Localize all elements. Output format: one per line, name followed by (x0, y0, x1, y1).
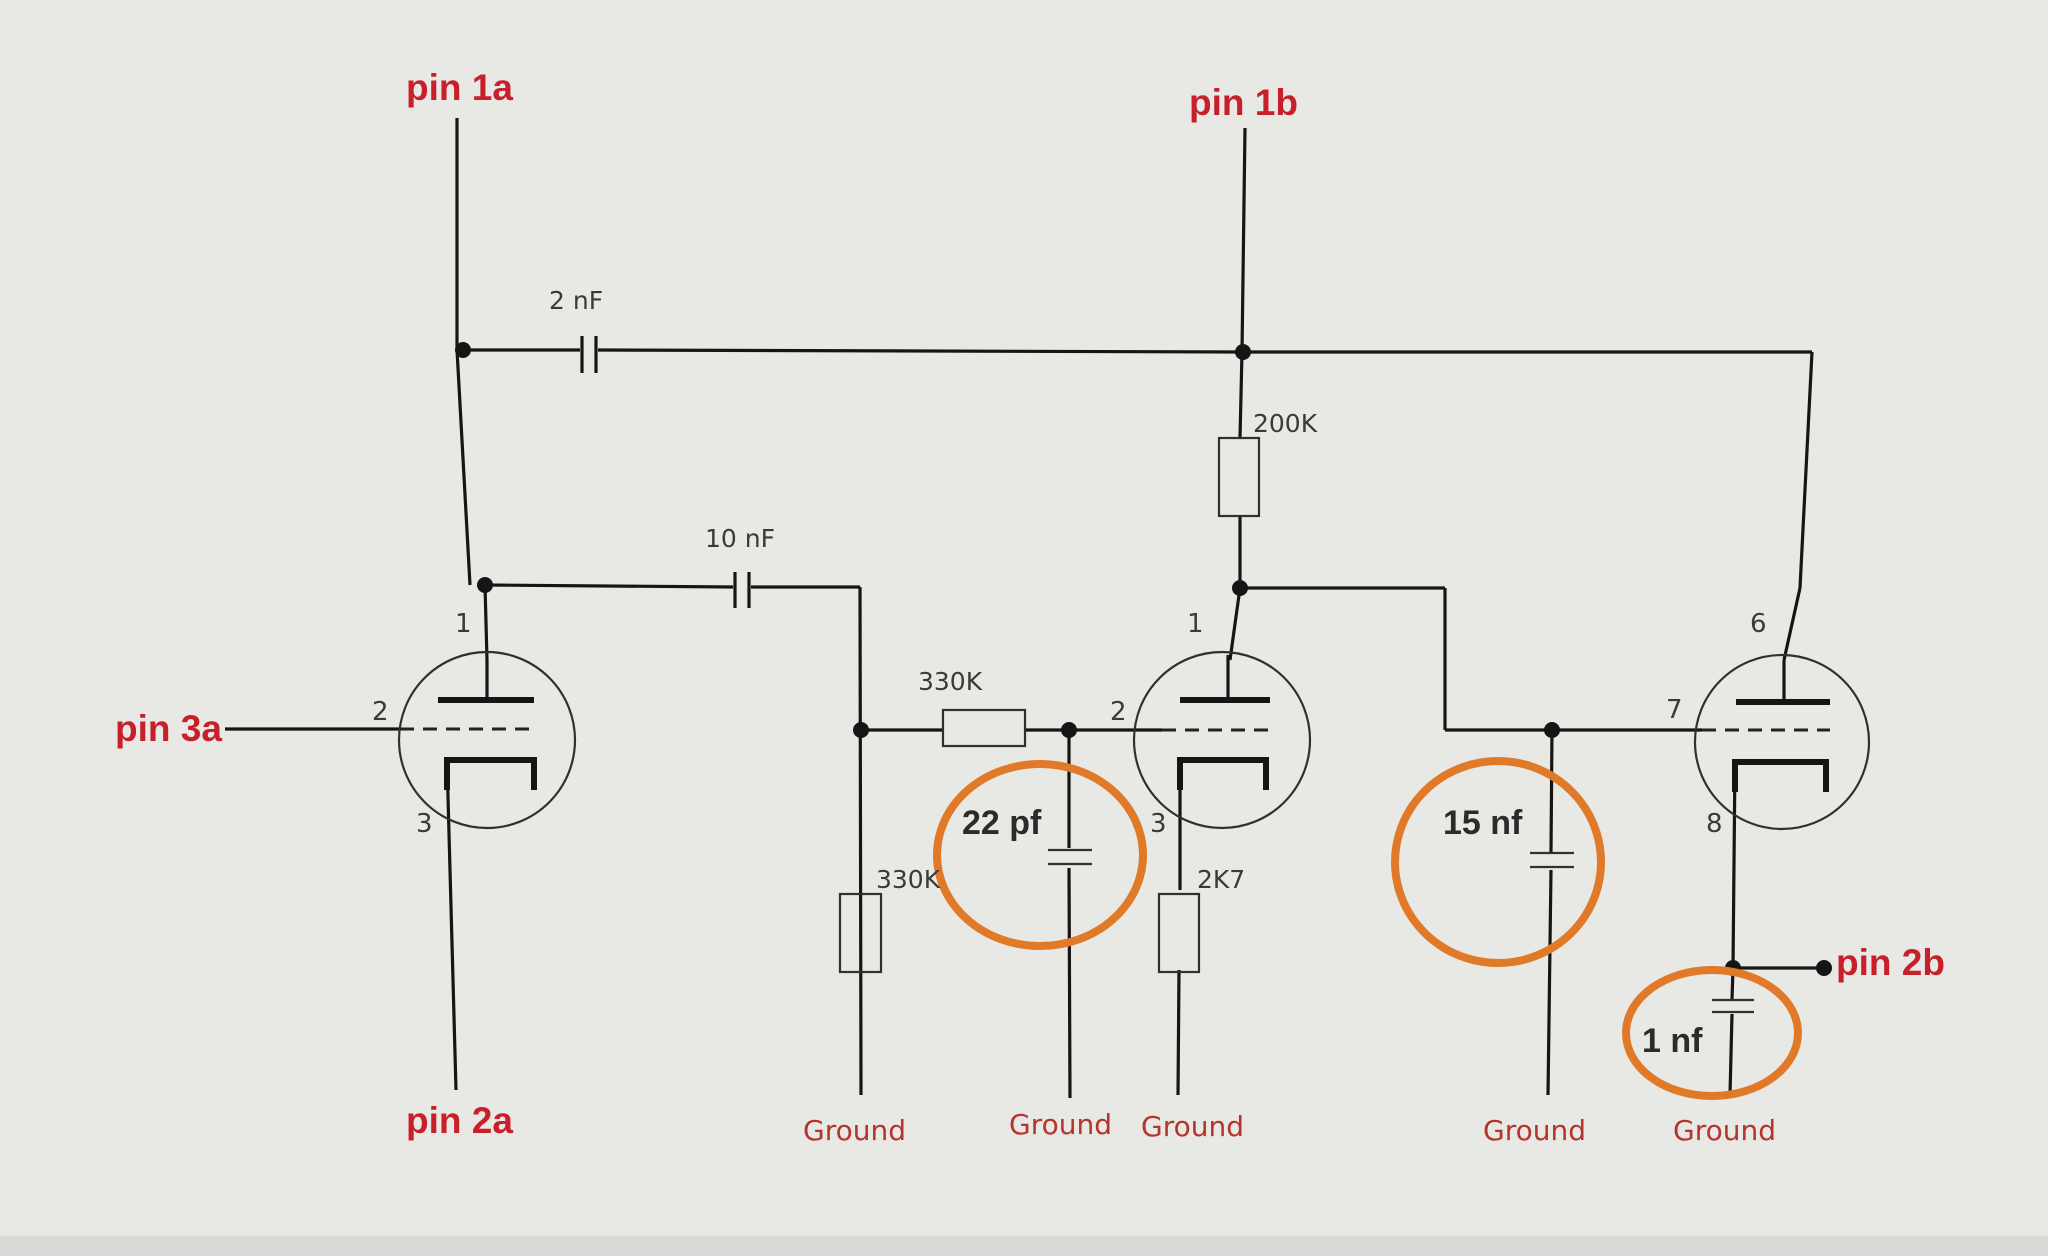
tube-1 (397, 650, 577, 830)
highlight-ring-22pf (933, 760, 1147, 950)
tube-2-cathode (1177, 757, 1269, 790)
wire-t1-anode-bus (484, 583, 734, 589)
tube-2 (1132, 650, 1312, 830)
wire-right-down (1798, 351, 1814, 589)
tube-2-anode-pin: 1 (1187, 609, 1204, 639)
wire-15nf-bottom (1546, 869, 1553, 1096)
resistors (838, 436, 1261, 974)
wires (225, 118, 1822, 1099)
ground-label: Ground (1141, 1110, 1244, 1143)
resistor-200k (1217, 436, 1261, 518)
small-capacitors (1048, 848, 1754, 1014)
cap-10nf-label: 10 nF (705, 524, 775, 553)
res-200k-label: 200K (1253, 409, 1318, 438)
wire-200k-top (1238, 351, 1244, 439)
wire-1nf-bottom (1728, 1013, 1734, 1096)
node-t2-grid-left (853, 722, 869, 738)
tube-2-envelope (1132, 650, 1312, 830)
wire-pin1a-down (455, 349, 472, 586)
highlight-rings (933, 757, 1802, 1100)
wire-22pf-bottom (1067, 867, 1072, 1099)
tube-3-cathode (1732, 759, 1829, 792)
wire-pin1b (1240, 127, 1247, 353)
wire-top-mid (597, 348, 1243, 354)
highlight-ring-1nf (1622, 966, 1802, 1100)
res-330k-series-label: 330K (918, 667, 983, 696)
cap-22pf-label: 22 pf (962, 804, 1042, 842)
tube-3-anode-pin: 6 (1750, 609, 1767, 639)
wire-t3-anode-lead (1782, 587, 1802, 661)
ground-label: Ground (803, 1114, 906, 1147)
cap-2nf-label: 2 nF (549, 286, 603, 315)
res-330k-ground-label: 330K (876, 865, 941, 894)
res-2k7-label: 2K7 (1197, 865, 1245, 894)
node-t2-grid-right (1061, 722, 1077, 738)
tube-1-cathode-pin: 3 (416, 809, 433, 839)
node-pin1a-top (455, 342, 471, 358)
tube-2-grid-pin: 2 (1110, 697, 1127, 727)
node-pin2b-end (1816, 960, 1832, 976)
tube-1-envelope (397, 650, 577, 830)
ground-label: Ground (1483, 1114, 1586, 1147)
tube-pin-numbers: 1 2 3 1 2 3 6 7 8 (372, 609, 1767, 839)
tube-3 (1693, 653, 1871, 831)
cap-15nf-label: 15 nf (1443, 804, 1523, 842)
tube-3-cathode-pin: 8 (1706, 809, 1723, 839)
wire-t2-anode-lead (1228, 587, 1242, 661)
ground-label: Ground (1673, 1114, 1776, 1147)
resistor-330k-series (941, 708, 1027, 748)
resistor-330k-ground (838, 892, 883, 974)
tube-1-grid-pin: 2 (372, 697, 389, 727)
wire-2k7-ground (1176, 969, 1181, 1096)
ground-label: Ground (1009, 1108, 1112, 1141)
highlighted-cap-labels: 22 pf 15 nf 1 nf (962, 804, 1703, 1060)
pin-2b-label: pin 2b (1836, 942, 1945, 983)
wire-15nf-top (1549, 729, 1554, 853)
node-t2-anode (1232, 580, 1248, 596)
tube-1-anode-pin: 1 (455, 609, 472, 639)
tube-3-grid-pin: 7 (1666, 695, 1683, 725)
pin-1b-label: pin 1b (1189, 82, 1298, 123)
pin-labels: pin 1a pin 1b pin 2a pin 2b pin 3a (115, 67, 1945, 1141)
wire-t1-anode-lead (483, 584, 489, 661)
tube-1-cathode (444, 757, 537, 790)
resistor-2k7 (1157, 892, 1201, 974)
node-t1-anode (477, 577, 493, 593)
pin-2a-label: pin 2a (406, 1100, 513, 1141)
highlight-ring-15nf (1391, 757, 1605, 967)
pin-3a-label: pin 3a (115, 708, 222, 749)
wire-10nf-down (858, 586, 863, 1096)
wire-pin2a (445, 759, 458, 1091)
node-pin1b-top (1235, 344, 1251, 360)
wire-t3-cathode-down (1731, 759, 1737, 969)
node-t3-grid (1544, 722, 1560, 738)
ground-labels: Ground Ground Ground Ground Ground (803, 1108, 1776, 1147)
tube-3-envelope (1693, 653, 1871, 831)
tube-2-cathode-pin: 3 (1150, 809, 1167, 839)
cap-1nf-label: 1 nf (1642, 1022, 1703, 1060)
pin-1a-label: pin 1a (406, 67, 513, 108)
component-labels: 2 nF 10 nF 200K 330K 330K 2K7 (549, 286, 1318, 894)
